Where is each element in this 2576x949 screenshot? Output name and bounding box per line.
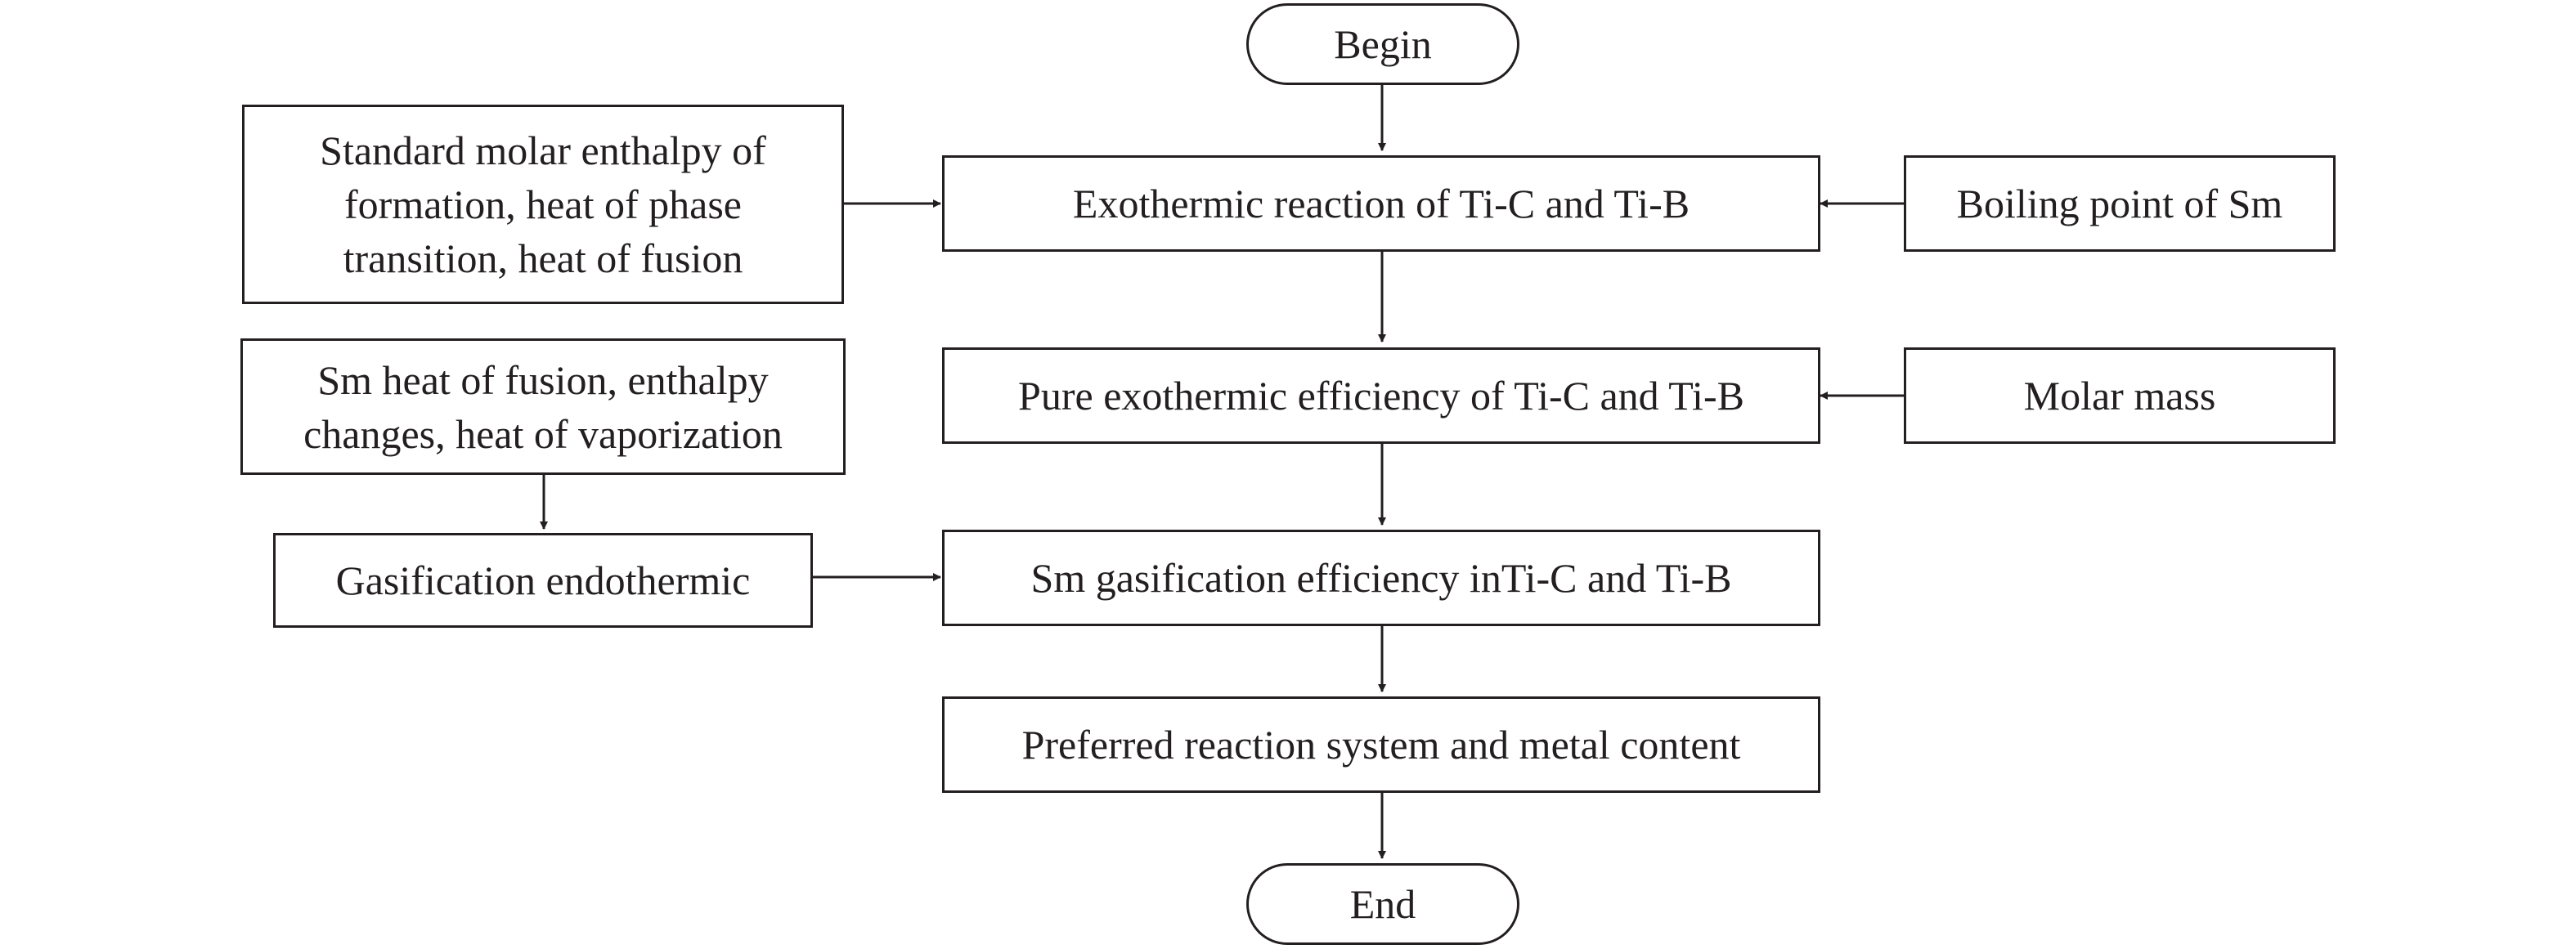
sm-gasification-efficiency-box: Sm gasification efficiency inTi-C and Ti…	[942, 530, 1820, 626]
end-terminal: End	[1246, 863, 1519, 945]
begin-terminal: Begin	[1246, 3, 1519, 85]
gasification-endothermic-box: Gasification endothermic	[273, 533, 813, 628]
boiling-point-box: Boiling point of Sm	[1904, 155, 2336, 252]
enthalpy-inputs-box: Standard molar enthalpy of formation, he…	[242, 105, 844, 304]
molar-mass-box: Molar mass	[1904, 347, 2336, 444]
preferred-reaction-system-box: Preferred reaction system and metal cont…	[942, 696, 1820, 793]
sm-heat-inputs-box: Sm heat of fusion, enthalpy changes, hea…	[240, 338, 846, 475]
exothermic-reaction-box: Exothermic reaction of Ti-C and Ti-B	[942, 155, 1820, 252]
pure-exothermic-efficiency-box: Pure exothermic efficiency of Ti-C and T…	[942, 347, 1820, 444]
